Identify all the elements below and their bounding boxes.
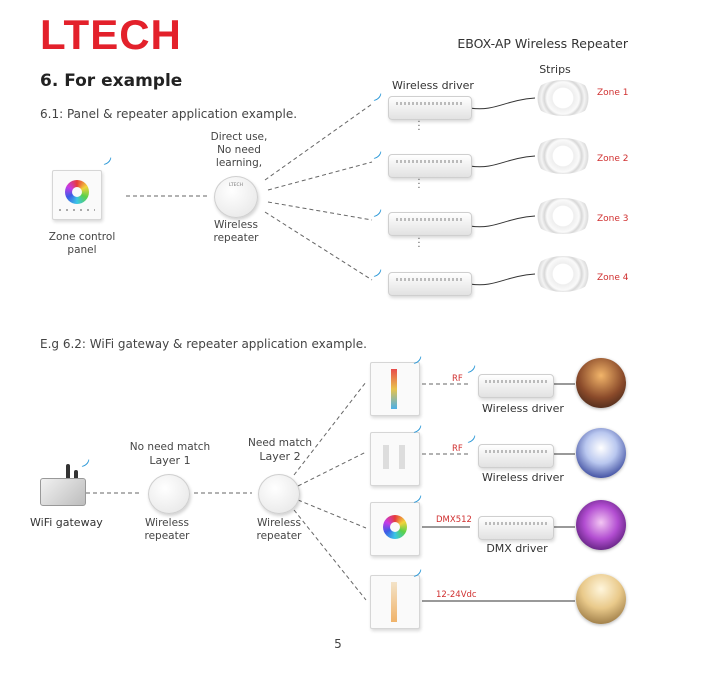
example2-subtitle: E.g 6.2: WiFi gateway & repeater applica… xyxy=(40,337,367,351)
dc-power-link-label: 12-24Vdc xyxy=(436,590,477,600)
dmx-driver-label: DMX driver xyxy=(486,542,548,555)
wifi-gateway-label: WiFi gateway xyxy=(30,516,103,529)
driver3-wire xyxy=(469,215,536,228)
example1-subtitle: 6.1: Panel & repeater application exampl… xyxy=(40,107,298,121)
zone-4-label: Zone 4 xyxy=(597,273,629,283)
led-strip-1 xyxy=(532,80,594,116)
driver4-wire xyxy=(469,273,536,286)
page-number: 5 xyxy=(334,637,342,651)
driver1-wire xyxy=(469,97,536,110)
cct-slider-panel xyxy=(370,575,420,629)
document-title: EBOX-AP Wireless Repeater xyxy=(457,36,628,51)
wireless-driver-a-label: Wireless driver xyxy=(482,402,564,415)
repeater2-to-panel3-line xyxy=(297,499,367,529)
zone-control-panel-label: Zone control panel xyxy=(48,231,116,256)
room-photo-4 xyxy=(576,574,626,624)
wireless-repeater-label: Wireless repeater xyxy=(213,219,259,244)
wireless-driver-header: Wireless driver xyxy=(392,79,474,92)
rgb-wheel-panel xyxy=(370,502,420,556)
led-strip-3 xyxy=(532,198,594,234)
dmx512-link-label: DMX512 xyxy=(436,515,472,525)
rf-link-label: RF xyxy=(452,374,463,384)
wireless-driver-b xyxy=(478,444,554,468)
wireless-driver-1 xyxy=(388,96,472,120)
led-strip-4 xyxy=(532,256,594,292)
zone-control-panel xyxy=(52,170,102,220)
zone-1-label: Zone 1 xyxy=(597,88,629,98)
wireless-driver-4 xyxy=(388,272,472,296)
driver2-wire xyxy=(469,155,536,168)
repeater2-to-panel4-line xyxy=(293,509,367,601)
strips-header: Strips xyxy=(539,63,571,76)
repeater2-to-panel1-line xyxy=(293,381,367,476)
layer2-note: Need match Layer 2 xyxy=(248,437,312,463)
rf-link-label: RF xyxy=(452,444,463,454)
repeater-layer2-label: Wireless repeater xyxy=(256,517,302,542)
section-title: 6. For example xyxy=(40,71,183,91)
wireless-repeater-layer1 xyxy=(148,474,190,514)
wireless-driver-2 xyxy=(388,154,472,178)
wireless-driver-a xyxy=(478,374,554,398)
repeater-to-driver2-line xyxy=(267,161,373,191)
repeater-to-driver1-line xyxy=(264,103,373,181)
rgb-slider-panel xyxy=(370,362,420,416)
repeater-to-driver3-line xyxy=(267,201,373,221)
wifi-gateway-device xyxy=(40,478,86,506)
slider-bar-icon xyxy=(391,369,397,409)
room-photo-1 xyxy=(576,358,626,408)
more-indicator: ··· xyxy=(417,175,421,194)
dmx-driver xyxy=(478,516,554,540)
repeater-layer1-label: Wireless repeater xyxy=(144,517,190,542)
more-indicator: ··· xyxy=(417,234,421,253)
wireless-repeater-layer2 xyxy=(258,474,300,514)
dimmer-panel xyxy=(370,432,420,486)
room-photo-3 xyxy=(576,500,626,550)
layer1-note: No need match Layer 1 xyxy=(129,441,211,467)
slider-bar-icon xyxy=(391,582,397,622)
zone-3-label: Zone 3 xyxy=(597,214,629,224)
led-strip-2 xyxy=(532,138,594,174)
gateway-antenna xyxy=(66,464,70,486)
zone-2-label: Zone 2 xyxy=(597,154,629,164)
wireless-driver-3 xyxy=(388,212,472,236)
ltech-logo: LTECH xyxy=(40,11,182,58)
direct-use-note: Direct use, No need learning, xyxy=(210,131,268,169)
room-photo-2 xyxy=(576,428,626,478)
repeater-to-driver4-line xyxy=(264,211,373,281)
repeater2-to-panel2-line xyxy=(297,451,367,487)
wireless-driver-b-label: Wireless driver xyxy=(482,471,564,484)
more-indicator: ··· xyxy=(417,117,421,136)
wireless-repeater-device: LTECH xyxy=(214,176,258,218)
